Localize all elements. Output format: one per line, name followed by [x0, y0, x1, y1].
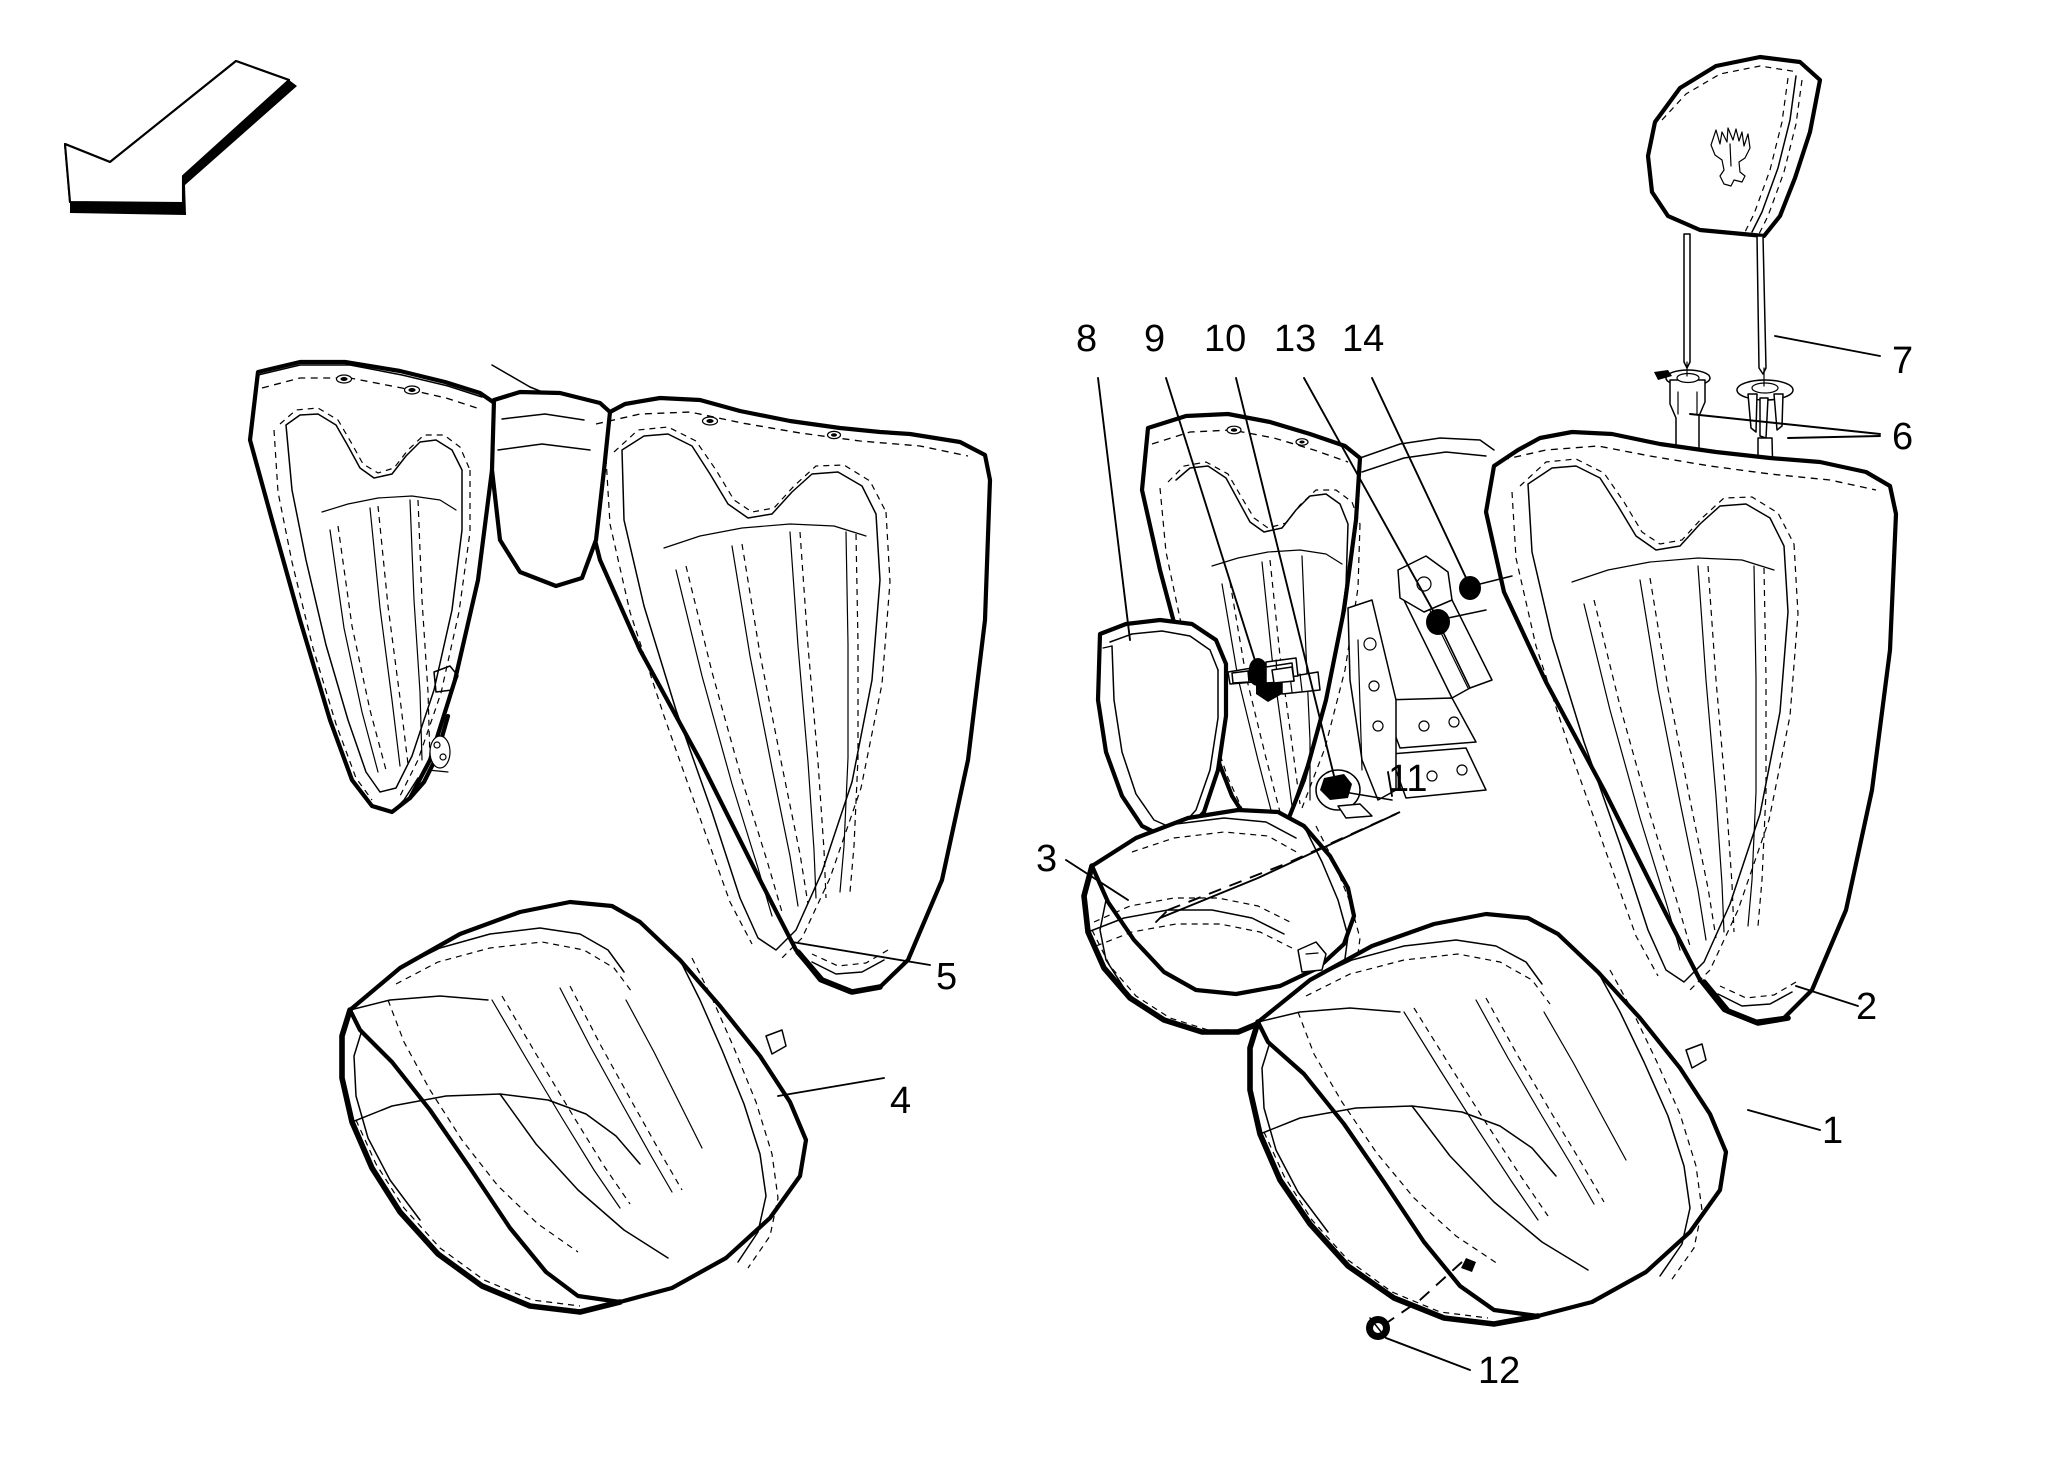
callout-label-9: 9: [1144, 318, 1166, 360]
callout-label-10: 10: [1204, 318, 1247, 360]
leader-line-6b: [1787, 435, 1881, 439]
seat-frame-bolt-13: [1426, 609, 1487, 635]
leader-line-4: [777, 1077, 885, 1097]
callout-label-14: 14: [1342, 318, 1385, 360]
backrest-pivot-pin: [1315, 769, 1393, 819]
leader-line-12-hidden: [1387, 1261, 1463, 1323]
leader-line-1: [1747, 1109, 1821, 1131]
panel-bolt-small: [1231, 670, 1250, 684]
direction-arrow-icon: [63, 59, 297, 215]
callout-label-11: 11: [1388, 758, 1428, 800]
callout-label-4: 4: [890, 1080, 912, 1122]
callout-label-12: 12: [1478, 1350, 1521, 1392]
leader-line-14: [1371, 377, 1469, 583]
leader-line-6a: [1689, 413, 1881, 435]
callout-label-6: 6: [1892, 416, 1914, 458]
frame-mounting-bolt: [1459, 575, 1513, 600]
leader-line-2: [1795, 985, 1859, 1007]
leader-line-armrest: [1159, 813, 1397, 919]
leader-line-9: [1165, 377, 1259, 671]
rear-seat-cushion-right: [1247, 911, 1729, 1327]
callout-label-13: 13: [1274, 318, 1317, 360]
rear-headrest: [1645, 54, 1823, 375]
backrest-hinge-frame: [1249, 555, 1513, 819]
seat-cushion-fastener: [1366, 1316, 1390, 1340]
callout-label-7: 7: [1892, 340, 1914, 382]
leader-arrowhead-armrest: [1155, 911, 1167, 923]
backrest-screw: [1271, 666, 1295, 684]
leader-line-8: [1097, 377, 1131, 641]
leader-line-13: [1303, 377, 1437, 617]
leader-line-11: [1387, 771, 1393, 797]
leader-line-12: [1385, 1337, 1471, 1371]
leader-line-10: [1235, 377, 1337, 785]
callout-label-1: 1: [1822, 1110, 1844, 1152]
maserati-trident-icon: [1710, 127, 1751, 187]
leader-line-7: [1774, 335, 1881, 357]
rear-seat-cushion-left: [339, 899, 809, 1315]
callout-label-2: 2: [1856, 986, 1878, 1028]
callout-label-3: 3: [1036, 838, 1058, 880]
rear-backrest-left-assembly: [247, 359, 993, 995]
leader-line-3: [1065, 859, 1129, 901]
center-armrest-cushion: [1081, 807, 1361, 1035]
backrest-trim-panel: [1095, 617, 1229, 843]
rear-backrest-right-assembly: [1139, 411, 1899, 1026]
leader-line-5: [791, 941, 931, 966]
callout-label-8: 8: [1076, 318, 1098, 360]
callout-label-5: 5: [936, 956, 958, 998]
